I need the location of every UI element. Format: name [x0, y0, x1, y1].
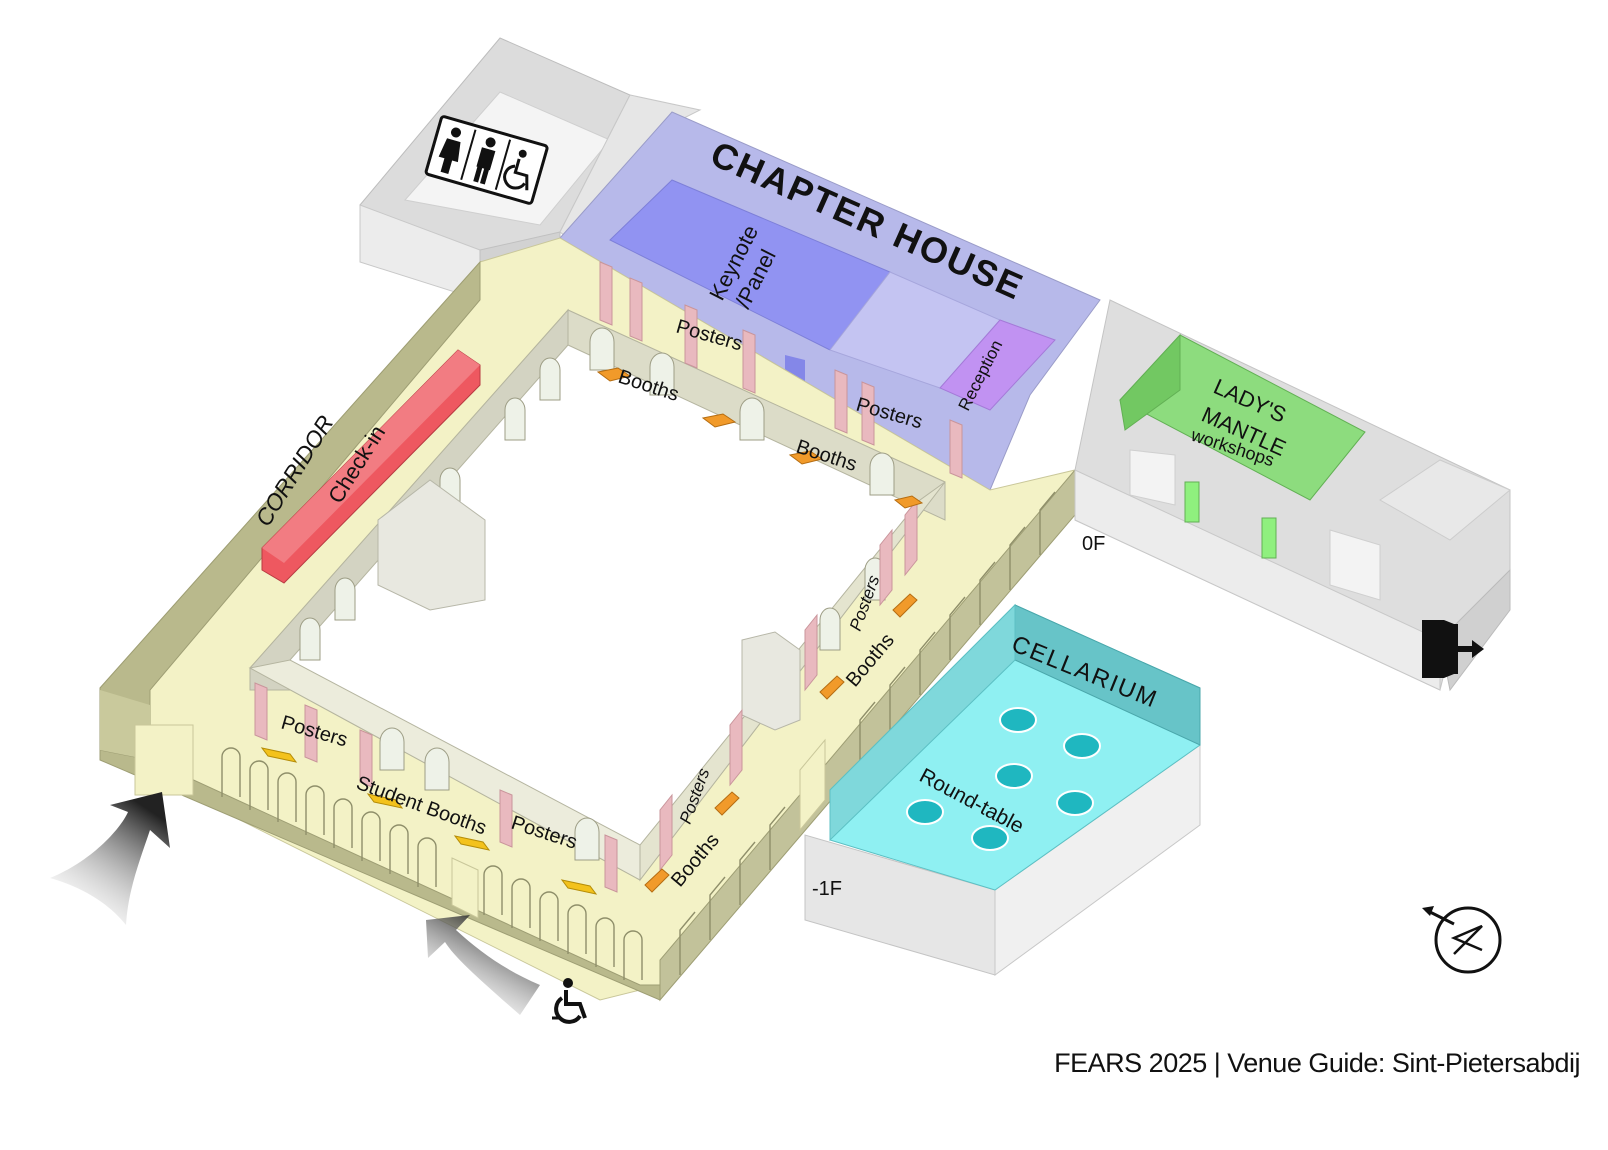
round-tables: [906, 707, 1101, 851]
venue-guide-title: FEARS 2025 | Venue Guide: Sint-Pietersab…: [1054, 1048, 1580, 1078]
booth-tables: [596, 367, 924, 893]
toilets-icon: [424, 115, 549, 205]
wheelchair-entrance-icon: [552, 978, 587, 1024]
floor-minus1-label: -1F: [812, 878, 842, 900]
floor-0f-label: 0F: [1082, 533, 1105, 555]
compass-north-icon: [1422, 906, 1502, 974]
ladys-mantle-room[interactable]: LADY'S MANTLE workshops: [1119, 333, 1366, 559]
poster-panels: [254, 261, 963, 893]
student-booth-tables: [260, 747, 598, 895]
exit-icon: [1422, 620, 1484, 678]
corridor: CORRIDOR: [99, 237, 1077, 1002]
entrance-arrow-icon: [50, 792, 170, 925]
cellarium[interactable]: CELLARIUM Round-table: [804, 603, 1201, 976]
wheelchair-entrance-arrow-icon: [426, 915, 540, 1015]
chapter-house[interactable]: CHAPTER HOUSE Keynote /Panel Reception: [559, 111, 1101, 491]
